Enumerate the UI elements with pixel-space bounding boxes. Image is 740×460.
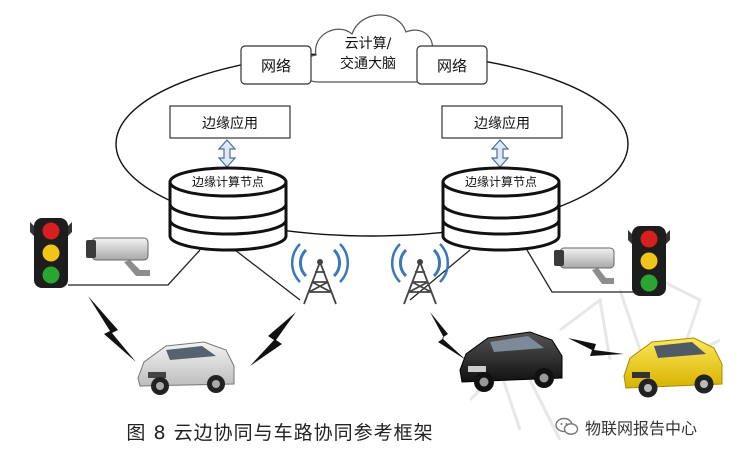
- camera-left-icon: [86, 237, 150, 276]
- double-arrow-right-icon: [490, 139, 510, 168]
- network-box-right: 网络: [416, 45, 488, 85]
- edge-node-right-label: 边缘计算节点: [465, 174, 537, 189]
- cloud-label-line1: 云计算/: [345, 36, 392, 52]
- figure-caption: 图 8 云边协同与车路协同参考框架: [126, 422, 434, 444]
- antenna-tower-left-icon: [290, 243, 350, 305]
- lightning-bolt-icon: [250, 312, 296, 366]
- car-black-icon: [459, 331, 563, 392]
- car-yellow-icon: [623, 337, 723, 398]
- network-left-label: 网络: [261, 57, 291, 75]
- edge-app-box-right: 边缘应用: [441, 105, 563, 139]
- lightning-bolt-icon: [88, 296, 136, 362]
- double-arrow-left-icon: [217, 139, 237, 168]
- car-silver-icon: [137, 341, 235, 395]
- network-right-label: 网络: [437, 57, 467, 75]
- traffic-light-right-icon: [628, 226, 670, 296]
- lightning-bolt-icon: [568, 338, 624, 356]
- wireless-bolt-icons: [88, 296, 624, 366]
- source-watermark: 物联网报告中心: [555, 412, 697, 442]
- wechat-icon: [555, 417, 579, 435]
- edge-node-left-label: 边缘计算节点: [192, 174, 264, 189]
- lightning-bolt-icon: [430, 312, 466, 360]
- cloud-label-line2: 交通大脑: [340, 55, 396, 72]
- watermark-text: 物联网报告中心: [585, 419, 698, 438]
- network-box-left: 网络: [240, 45, 312, 85]
- edge-node-cylinder-right: 边缘计算节点: [441, 166, 561, 252]
- edge-app-box-left: 边缘应用: [169, 105, 291, 139]
- antenna-tower-right-icon: [390, 243, 450, 305]
- camera-right-icon: [554, 247, 615, 284]
- edge-app-right-label: 边缘应用: [474, 115, 530, 132]
- traffic-light-left-icon: [30, 218, 72, 288]
- edge-node-cylinder-left: 边缘计算节点: [168, 166, 288, 252]
- edge-app-left-label: 边缘应用: [202, 115, 258, 132]
